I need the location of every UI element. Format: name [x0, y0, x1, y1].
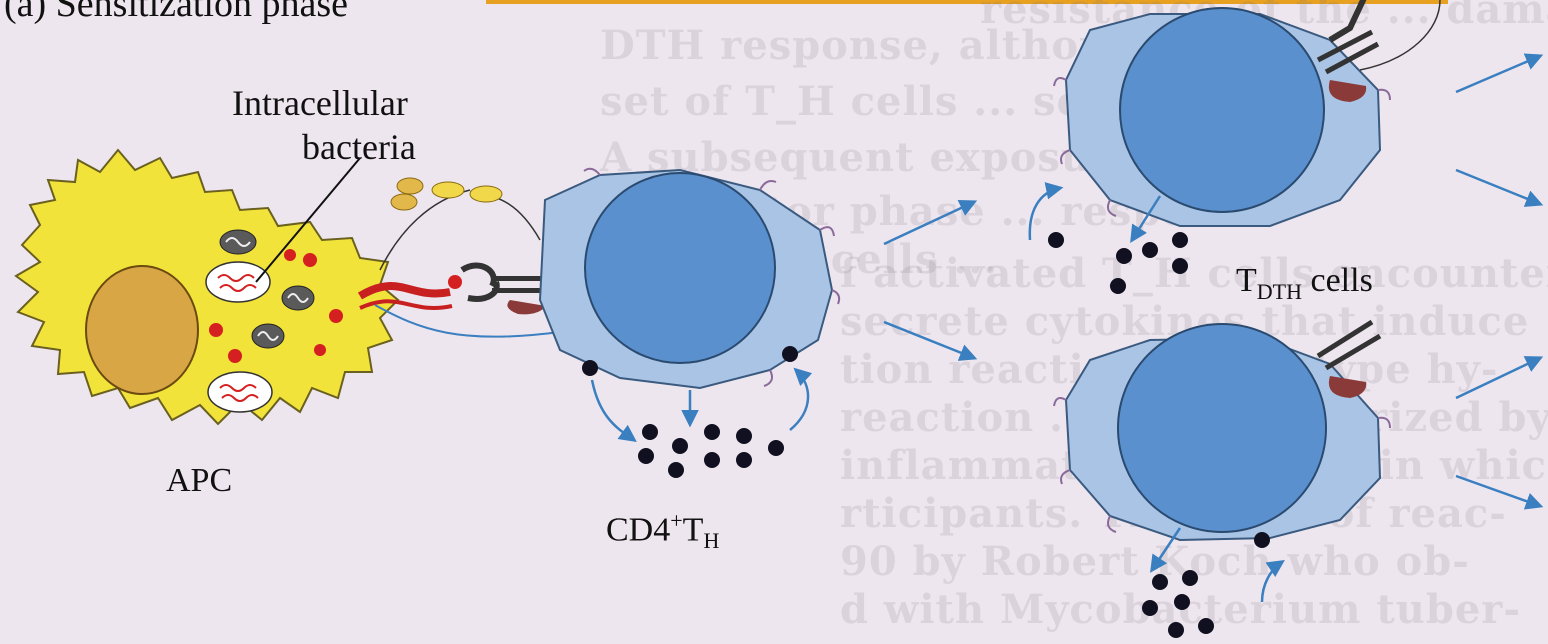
label-cd4-th: CD4+TH — [606, 508, 719, 554]
apc-nucleus — [86, 266, 198, 394]
label-tdth-t: T — [1236, 262, 1257, 299]
mitochondrion-icon — [252, 324, 284, 348]
label-bacteria: bacteria — [302, 126, 416, 168]
label-cd4-sub: H — [703, 528, 719, 553]
mitochondrion-icon — [220, 230, 256, 254]
arrow-to-tdth — [884, 322, 974, 358]
phase-title: (a) Sensitization phase — [4, 0, 348, 26]
effector-arrows — [1456, 56, 1540, 506]
label-cd4-prefix: CD4 — [606, 511, 670, 548]
label-intracellular: Intracellular — [232, 82, 408, 124]
mitochondrion-icon — [282, 286, 314, 310]
tdth-cytokines-bottom — [1142, 528, 1282, 638]
bacteria-vacuole — [206, 262, 270, 302]
label-tdth-sub: DTH — [1257, 279, 1302, 304]
tdth-cell — [1054, 322, 1390, 540]
label-cd4-t: T — [683, 511, 704, 548]
bacteria-vacuole — [208, 372, 272, 412]
mhc-tcr-complex — [360, 178, 560, 337]
label-tdth-cells: TDTH cells — [1236, 262, 1373, 305]
apc-cell — [16, 150, 398, 424]
arrow-to-tdth — [884, 202, 974, 244]
tdth-cell — [1054, 0, 1440, 226]
label-tdth-cells-text: cells — [1302, 262, 1373, 299]
label-apc: APC — [166, 462, 232, 500]
label-cd4-sup: + — [670, 508, 682, 533]
th-cell-nucleus — [585, 173, 775, 363]
